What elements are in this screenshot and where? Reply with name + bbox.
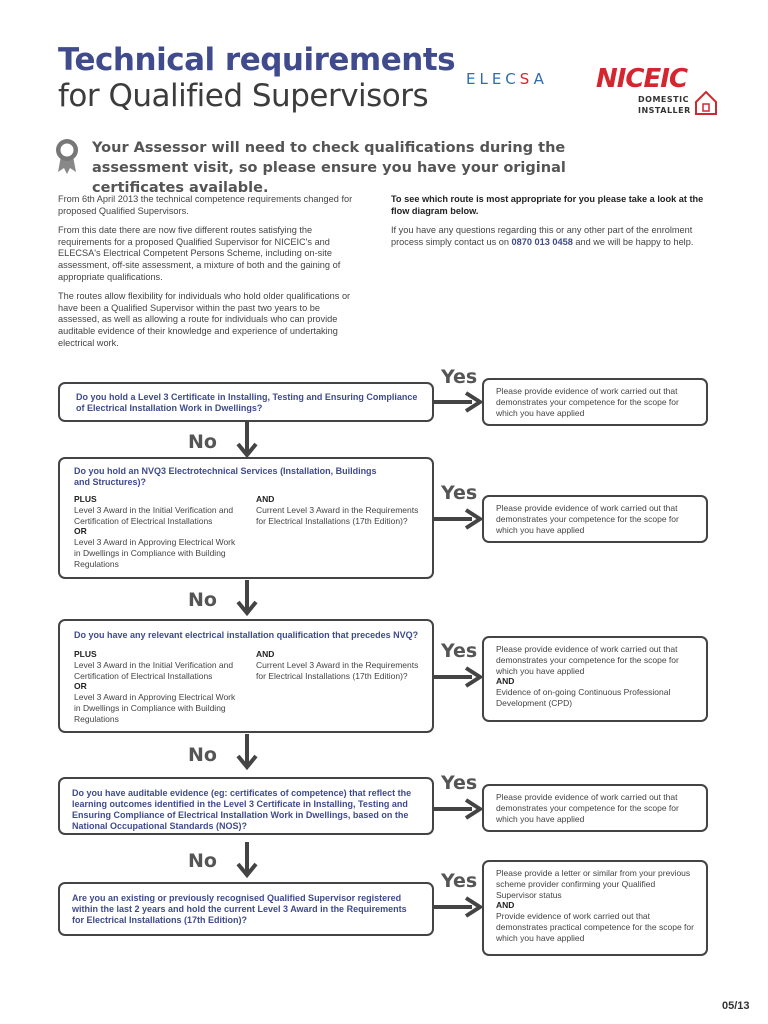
answer-box-5: Please provide a letter or similar from …: [482, 860, 708, 956]
arrow-down-icon: [236, 734, 258, 770]
question-box-3: Do you have any relevant electrical inst…: [58, 619, 434, 733]
elecsa-logo: ELECSA: [466, 70, 548, 88]
title-line-2: for Qualified Supervisors: [58, 78, 429, 114]
arrow-right-icon: [434, 798, 484, 820]
arrow-right-icon: [434, 896, 484, 918]
answer-box-1: Please provide evidence of work carried …: [482, 378, 708, 426]
intro-left-column: From 6th April 2013 the technical compet…: [58, 194, 363, 357]
no-label: No: [188, 850, 217, 872]
intro-paragraph: From this date there are now five differ…: [58, 225, 341, 282]
intro-right-column: To see which route is most appropriate f…: [391, 194, 711, 256]
yes-label: Yes: [441, 640, 478, 662]
question-box-4: Do you have auditable evidence (eg: cert…: [58, 777, 434, 835]
yes-label: Yes: [441, 772, 478, 794]
flow-diagram-hint: To see which route is most appropriate f…: [391, 194, 704, 216]
question-box-2: Do you hold an NVQ3 Electrotechnical Ser…: [58, 457, 434, 579]
arrow-down-icon: [236, 580, 258, 616]
contact-paragraph: If you have any questions regarding this…: [391, 225, 694, 247]
arrow-down-icon: [236, 422, 258, 458]
page-title: Technical requirements for Qualified Sup…: [58, 42, 456, 114]
question-2: Do you hold an NVQ3 Electrotechnical Ser…: [74, 466, 377, 487]
niceic-logo: NICEIC: [596, 64, 688, 94]
no-label: No: [188, 744, 217, 766]
answer-box-2: Please provide evidence of work carried …: [482, 495, 708, 543]
intro-paragraph: The routes allow flexibility for individ…: [58, 291, 351, 348]
question-1: Do you hold a Level 3 Certificate in Ins…: [76, 392, 418, 413]
question-5: Are you an existing or previously recogn…: [72, 893, 407, 925]
yes-label: Yes: [441, 482, 478, 504]
question-3: Do you have any relevant electrical inst…: [74, 630, 419, 640]
yes-label: Yes: [441, 366, 478, 388]
question-box-1: Do you hold a Level 3 Certificate in Ins…: [58, 382, 434, 422]
title-line-1: Technical requirements: [58, 42, 456, 78]
question-box-5: Are you an existing or previously recogn…: [58, 882, 434, 936]
arrow-right-icon: [434, 508, 484, 530]
footer-date: 05/13: [722, 1000, 750, 1012]
yes-label: Yes: [441, 870, 478, 892]
answer-box-3: Please provide evidence of work carried …: [482, 636, 708, 722]
no-label: No: [188, 431, 217, 453]
rosette-icon: [56, 139, 78, 174]
house-icon: [695, 90, 717, 115]
arrow-right-icon: [434, 391, 484, 413]
domestic-installer-logo: DOMESTIC INSTALLER: [638, 95, 691, 115]
answer-box-4: Please provide evidence of work carried …: [482, 784, 708, 832]
arrow-right-icon: [434, 666, 484, 688]
no-label: No: [188, 589, 217, 611]
intro-paragraph: From 6th April 2013 the technical compet…: [58, 194, 353, 216]
question-4: Do you have auditable evidence (eg: cert…: [72, 788, 412, 831]
phone-number[interactable]: 0870 013 0458: [511, 236, 573, 247]
arrow-down-icon: [236, 842, 258, 878]
assessor-notice: Your Assessor will need to check qualifi…: [92, 140, 566, 196]
